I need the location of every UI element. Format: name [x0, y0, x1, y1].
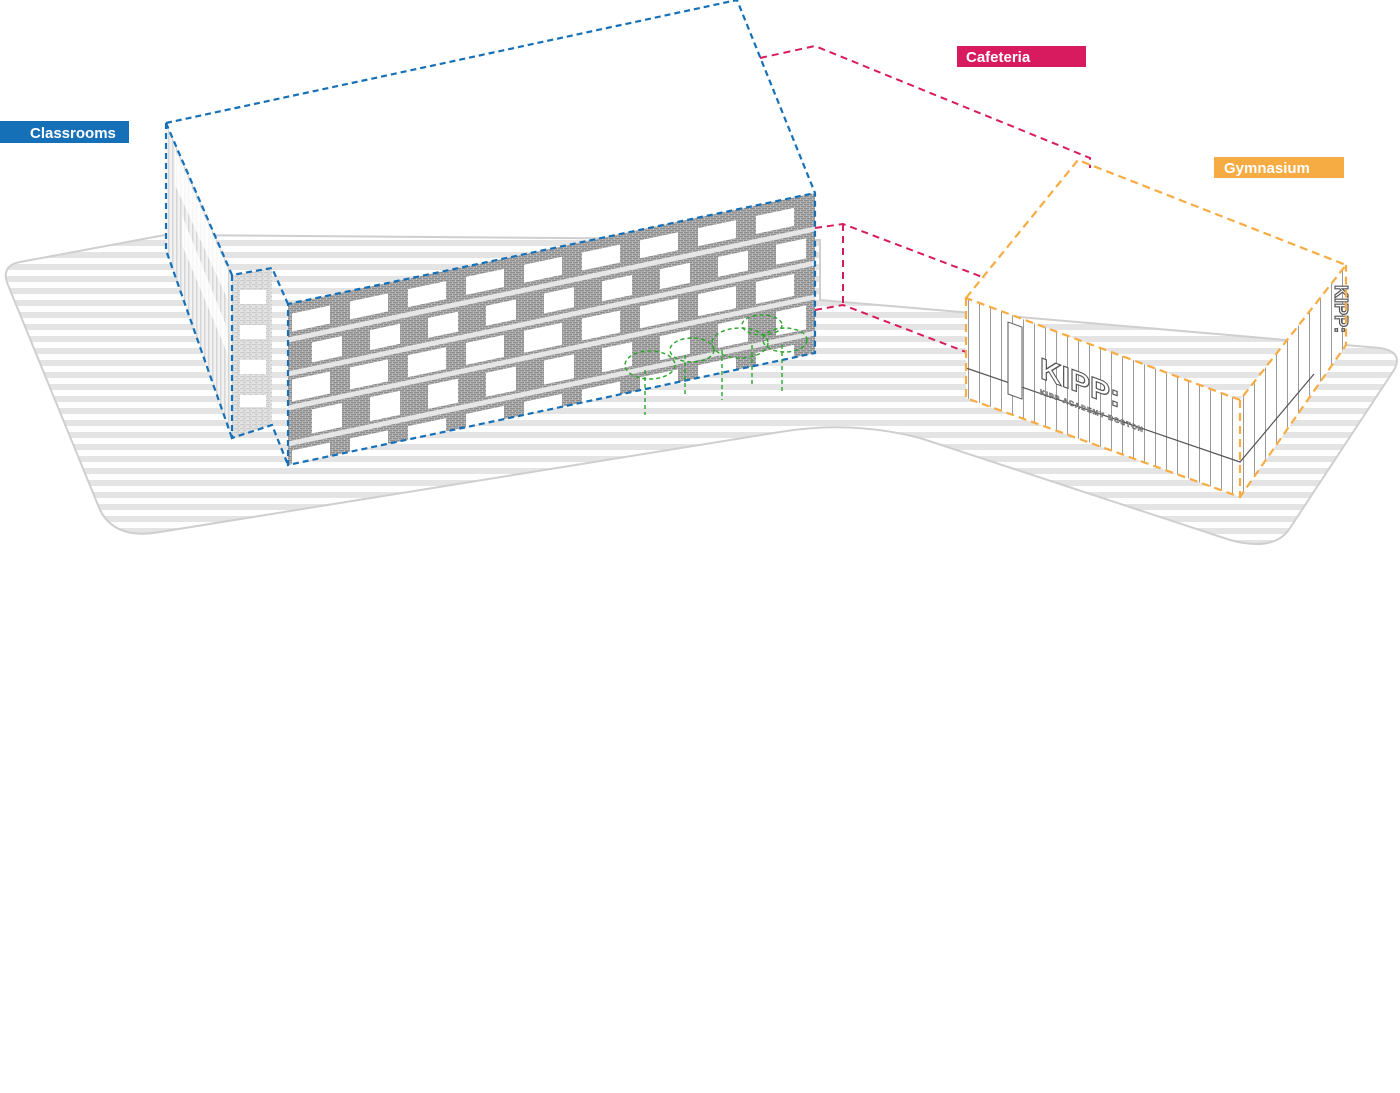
facade-window	[544, 354, 574, 385]
facade-window	[544, 287, 574, 314]
facade-window	[486, 366, 516, 397]
facade-window	[486, 299, 516, 326]
facade-window	[312, 403, 342, 434]
label-classrooms-text: Classrooms	[30, 125, 116, 142]
side-window-band	[182, 215, 228, 355]
label-gymnasium: Gymnasium	[1214, 157, 1344, 178]
facade-window	[350, 430, 388, 453]
side-window-band	[175, 150, 228, 300]
facade-window	[408, 418, 446, 441]
facade-band	[288, 226, 815, 343]
facade-window	[640, 298, 678, 329]
facade-band	[288, 294, 815, 411]
facade-band	[288, 260, 815, 377]
gym-entry	[1007, 321, 1023, 400]
facade-window	[292, 442, 330, 465]
facade-window	[466, 268, 504, 295]
classrooms-outline	[164, 0, 817, 467]
facade-window	[466, 334, 504, 365]
facade-window	[428, 311, 458, 338]
facade-window	[698, 357, 736, 380]
label-gymnasium-text: Gymnasium	[1224, 160, 1310, 177]
landscape-trees	[624, 314, 808, 415]
facade-window	[350, 359, 388, 390]
label-cafeteria: Cafeteria	[957, 46, 1086, 67]
gym-front-facade	[966, 298, 1240, 497]
label-cafeteria-bg	[957, 46, 1086, 67]
facade-openings	[288, 207, 815, 465]
label-classrooms: Classrooms	[0, 121, 129, 143]
facade-window	[640, 232, 678, 259]
facade-window	[370, 390, 400, 422]
label-classrooms-bg	[0, 121, 129, 143]
facade-window	[582, 381, 620, 404]
facade-window	[524, 322, 562, 353]
facade-window	[756, 344, 794, 367]
notch-windows	[240, 290, 266, 407]
facade-window	[640, 369, 678, 392]
kipp-side-sign-text: KIPP:	[1331, 285, 1351, 333]
facade-window	[350, 293, 388, 320]
facade-window	[292, 305, 330, 332]
gym-side-facade	[1240, 265, 1346, 497]
facade-window	[660, 262, 690, 290]
facade-window	[698, 220, 736, 247]
facade-window	[756, 207, 794, 234]
facade-window	[602, 341, 632, 373]
facade-window	[718, 317, 748, 348]
facade-window	[776, 238, 806, 265]
facade-window	[292, 371, 330, 402]
facade-window	[524, 256, 562, 283]
classroom-building	[164, 0, 817, 467]
facade-window	[602, 274, 632, 302]
facade-window	[408, 281, 446, 308]
facade-window	[524, 393, 562, 416]
facade-window	[756, 273, 794, 304]
cafeteria-outline	[759, 44, 1091, 353]
label-cafeteria-text: Cafeteria	[966, 49, 1031, 66]
facade-window	[582, 310, 620, 341]
facade-window	[428, 378, 458, 409]
facade-window	[698, 286, 736, 317]
facade-window	[582, 244, 620, 271]
gym-base-line	[965, 367, 1315, 463]
facade-window	[370, 323, 400, 351]
facade-band	[288, 330, 815, 447]
kipp-side-sign: KIPP:	[1330, 284, 1351, 333]
facade-window	[408, 347, 446, 378]
gymnasium-outline	[964, 158, 1348, 499]
gymnasium-building: KIPP: KIPP ACADEMY BOSTON KIPP:	[964, 158, 1352, 499]
facade-window	[718, 250, 748, 277]
label-gymnasium-bg	[1214, 157, 1344, 178]
facade-window	[312, 336, 342, 363]
facade-window	[660, 329, 690, 361]
facade-window	[466, 405, 504, 428]
